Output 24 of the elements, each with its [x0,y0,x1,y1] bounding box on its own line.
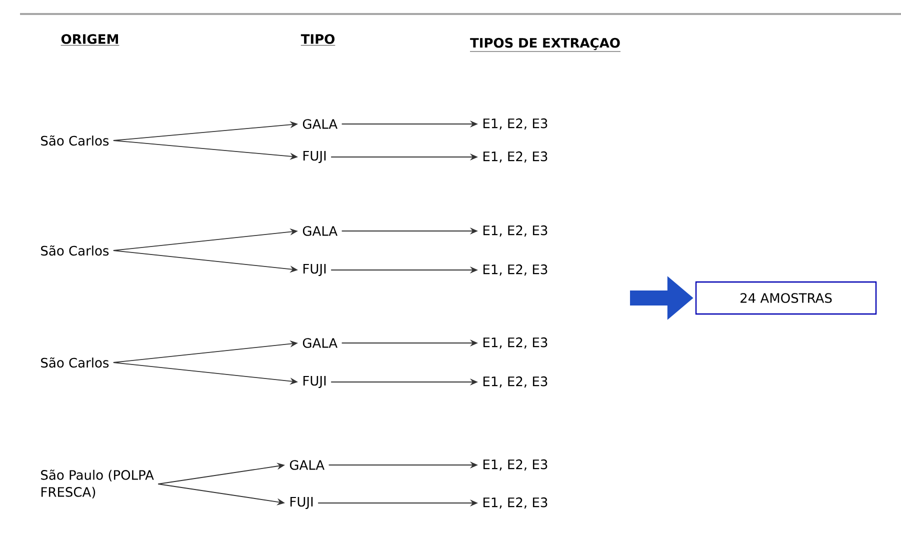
origin-label: São Carlos [41,135,109,146]
origin-label: São Paulo (POLPA FRESCA) [41,470,154,498]
extraction-label: E1, E2, E3 [483,497,548,509]
type-label: GALA [290,460,324,470]
type-label: GALA [302,338,338,348]
extraction-label: E1, E2, E3 [483,459,548,471]
origin-label: São Carlos [41,357,109,368]
origin-label: São Carlos [41,245,109,256]
extraction-label: E1, E2, E3 [483,337,548,349]
column-header: TIPO [300,34,336,46]
type-label: FUJI [303,376,326,388]
column-header: ORIGEM [60,34,120,46]
type-label: FUJI [290,496,313,510]
extraction-label: E1, E2, E3 [483,118,548,130]
extraction-label: E1, E2, E3 [483,264,548,276]
type-label: FUJI [303,150,326,164]
type-label: GALA [302,226,338,236]
extraction-label: E1, E2, E3 [483,151,548,163]
extraction-label: E1, E2, E3 [483,376,548,388]
type-label: FUJI [303,264,326,276]
column-header: TIPOS DE EXTRAÇAO [470,38,621,52]
extraction-label: E1, E2, E3 [483,225,548,237]
result-box: 24 AMOSTRAS [695,281,877,315]
type-label: GALA [302,119,338,129]
